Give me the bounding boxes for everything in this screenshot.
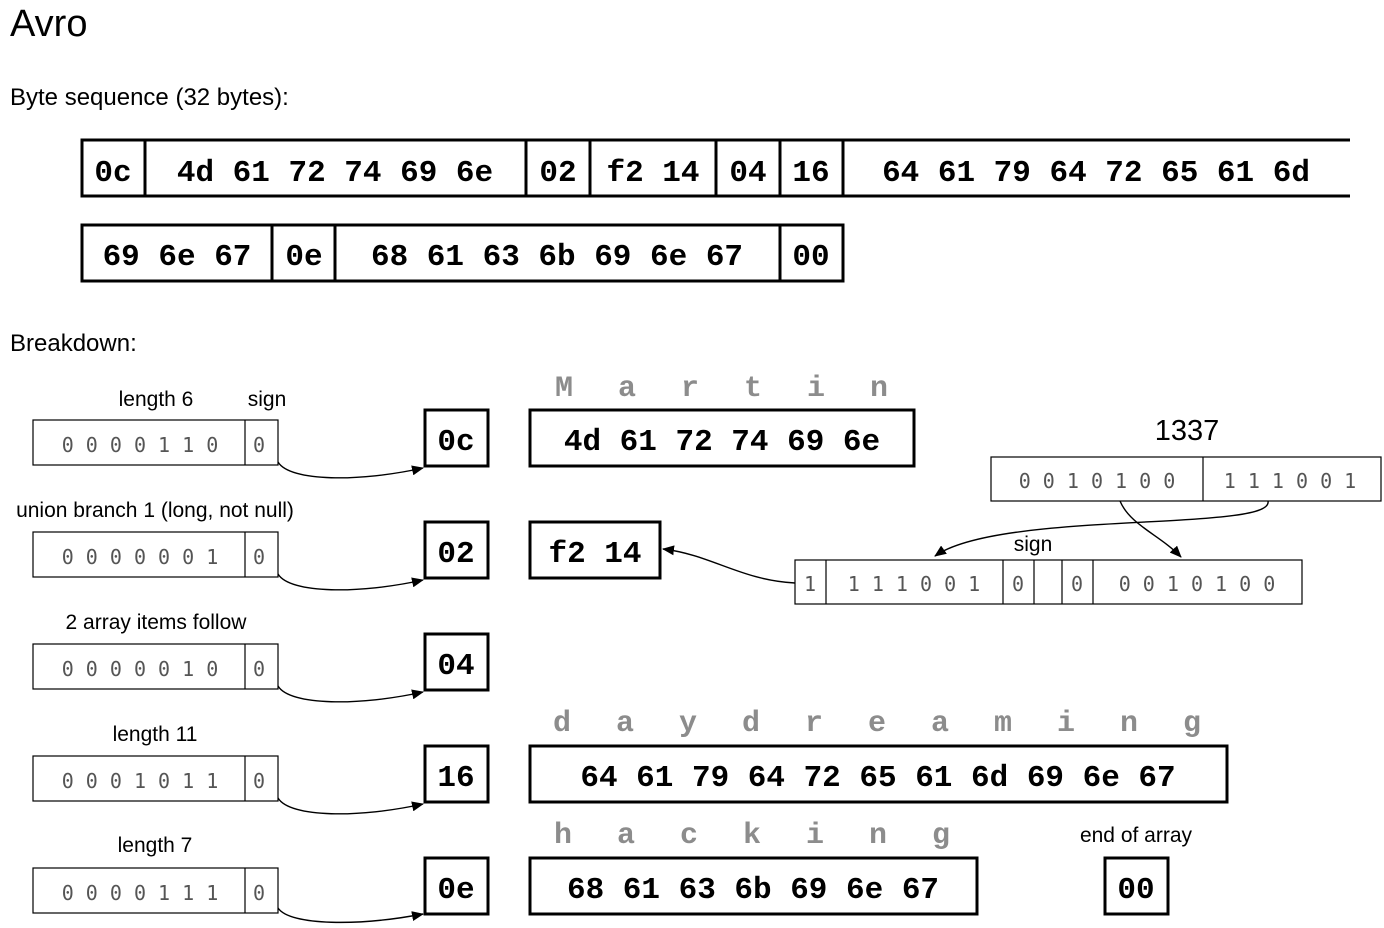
- letter: a: [617, 819, 635, 853]
- letter: h: [554, 819, 572, 853]
- bits-low: 1 1 1 0 0 1: [1224, 469, 1356, 493]
- letter: M: [555, 372, 573, 406]
- sign-bit: 0: [253, 881, 265, 905]
- letter: g: [1183, 707, 1201, 741]
- seq-bytes-hacking: 68 61 63 6b 69 6e 67: [371, 240, 743, 275]
- bits: 0 0 0 1 0 1 1: [62, 769, 219, 793]
- seq-byte-02: 02: [539, 156, 576, 191]
- encoded-number-bytes: f2 14: [548, 537, 641, 572]
- end-of-array: end of array 00: [1080, 824, 1193, 916]
- byte-values: 68 61 63 6b 69 6e 67: [567, 873, 939, 908]
- seq-byte-04: 04: [729, 156, 766, 191]
- row-label: length 11: [113, 723, 198, 746]
- sign-bit: 0: [1012, 572, 1024, 596]
- letter: i: [1057, 707, 1075, 741]
- letter: t: [744, 372, 762, 406]
- end-of-array-label: end of array: [1080, 824, 1193, 847]
- seq-bytes-martin: 4d 61 72 74 69 6e: [177, 156, 493, 191]
- breakdown-heading: Breakdown:: [10, 330, 137, 357]
- byte-values: 4d 61 72 74 69 6e: [564, 425, 880, 460]
- breakdown-row-length-11: length 11 0 0 0 1 0 1 1 0 16: [32, 723, 490, 815]
- payload-bits: 1 1 1 0 0 1: [848, 572, 980, 596]
- arrow-to-encoded: [662, 545, 796, 584]
- byte-value: 0c: [437, 425, 474, 460]
- byte-value: 04: [437, 649, 474, 684]
- number-value: 1337: [1155, 415, 1220, 447]
- breakdown-row-union-branch: union branch 1 (long, not null) 0 0 0 0 …: [16, 499, 490, 591]
- breakdown-row-length-7: length 7 0 0 0 0 1 1 1 0 0e: [32, 834, 490, 924]
- sign-label: sign: [248, 388, 287, 411]
- byte-values: 64 61 79 64 72 65 61 6d 69 6e 67: [580, 761, 1175, 796]
- seq-bytes-daydream: 64 61 79 64 72 65 61 6d: [882, 156, 1310, 191]
- arrow-low-bits: [934, 500, 1269, 557]
- encoded-number-box: [528, 520, 662, 580]
- arrow: [277, 797, 424, 815]
- byte-value: 16: [437, 761, 474, 796]
- bits-high: 0 0 1 0 1 0 0: [1019, 469, 1176, 493]
- letter: n: [869, 819, 887, 853]
- letter: a: [616, 707, 634, 741]
- bits: 0 0 0 0 0 1 0: [62, 657, 219, 681]
- row-label: 2 array items follow: [66, 611, 248, 634]
- byte-sequence-row-2: 69 6e 67 0e 68 61 63 6b 69 6e 67 00: [80, 223, 845, 283]
- bits: 0 0 0 0 1 1 1: [62, 881, 219, 905]
- number-1337: 1337 0 0 1 0 1 0 0 1 1 1 0 0 1: [990, 415, 1382, 502]
- byte-sequence-heading: Byte sequence (32 bytes):: [10, 84, 289, 111]
- breakdown-row-array-items: 2 array items follow 0 0 0 0 0 1 0 0 04: [32, 611, 490, 703]
- payload-bits: 0 0 1 0 1 0 0: [1119, 572, 1276, 596]
- seq-byte-16: 16: [792, 156, 829, 191]
- byte-value: 02: [437, 537, 474, 572]
- arrow: [277, 573, 424, 591]
- arrow-high-bits: [1119, 500, 1182, 558]
- letter: r: [805, 707, 823, 741]
- sign-bit: 0: [253, 769, 265, 793]
- row-label: length 7: [118, 834, 193, 857]
- letter: y: [679, 707, 697, 741]
- continuation-bit: 1: [804, 572, 816, 596]
- arrow: [277, 461, 424, 479]
- letter: n: [870, 372, 888, 406]
- letter: a: [931, 707, 949, 741]
- letter: a: [618, 372, 636, 406]
- letter: g: [932, 819, 950, 853]
- sign-bit: 0: [253, 545, 265, 569]
- arrow: [277, 685, 424, 703]
- sign-bit: 0: [253, 433, 265, 457]
- martin-string: M a r t i n 4d 61 72 74 69 6e: [528, 372, 916, 468]
- byte-value: 0e: [437, 873, 474, 908]
- varint-bits: 1 1 1 1 0 0 1 0 0 0 0 1 0 1 0 0: [794, 559, 1303, 605]
- byte-sequence-row-1: 0c 4d 61 72 74 69 6e 02 f2 14 04 16 64 6…: [80, 138, 1350, 198]
- seq-bytes-ing: 69 6e 67: [103, 240, 252, 275]
- seq-bytes-f2-14: f2 14: [606, 156, 699, 191]
- letter: d: [553, 707, 571, 741]
- letter: n: [1120, 707, 1138, 741]
- seq-byte-0e: 0e: [285, 240, 322, 275]
- letter: i: [806, 819, 824, 853]
- seq-byte-00: 00: [792, 240, 829, 275]
- letter: e: [868, 707, 886, 741]
- bits: 0 0 0 0 1 1 0: [62, 433, 219, 457]
- seq-byte-0c: 0c: [94, 156, 131, 191]
- row-label: length 6: [119, 388, 194, 411]
- end-of-array-byte: 00: [1117, 873, 1154, 908]
- page-title: Avro: [10, 3, 87, 45]
- row-label: union branch 1 (long, not null): [16, 499, 294, 522]
- varint-sign-label: sign: [1014, 533, 1053, 556]
- letter: r: [681, 372, 699, 406]
- letter: c: [680, 819, 698, 853]
- breakdown-row-length-6: length 6 sign 0 0 0 0 1 1 0 0 0c: [32, 388, 490, 479]
- daydreaming-string: d a y d r e a m i n g 64 61 79 64 72 65 …: [528, 707, 1229, 804]
- continuation-bit: 0: [1071, 572, 1083, 596]
- hacking-string: h a c k i n g 68 61 63 6b 69 6e 67: [528, 819, 979, 916]
- arrow: [277, 907, 424, 924]
- bits: 0 0 0 0 0 0 1: [62, 545, 219, 569]
- letter: m: [994, 707, 1012, 741]
- letter: d: [742, 707, 760, 741]
- sign-bit: 0: [253, 657, 265, 681]
- letter: k: [743, 819, 761, 853]
- letter: i: [807, 372, 825, 406]
